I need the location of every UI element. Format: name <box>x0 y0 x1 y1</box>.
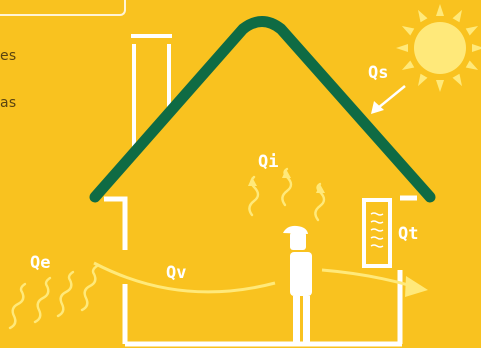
internal-heat-waves <box>248 169 325 220</box>
solar-gain-arrow <box>371 86 405 114</box>
outgoing-heat-arrow <box>322 270 428 297</box>
label-qi: Qi <box>258 152 278 172</box>
label-qt: Qt <box>398 224 418 244</box>
person-figure <box>283 226 312 344</box>
house-walls <box>104 198 417 344</box>
window <box>364 200 390 266</box>
external-heat-waves <box>10 266 97 328</box>
label-qe: Qe <box>30 253 50 273</box>
label-qv: Qv <box>166 263 186 283</box>
sun-icon <box>396 4 481 92</box>
label-qs: Qs <box>368 63 388 83</box>
